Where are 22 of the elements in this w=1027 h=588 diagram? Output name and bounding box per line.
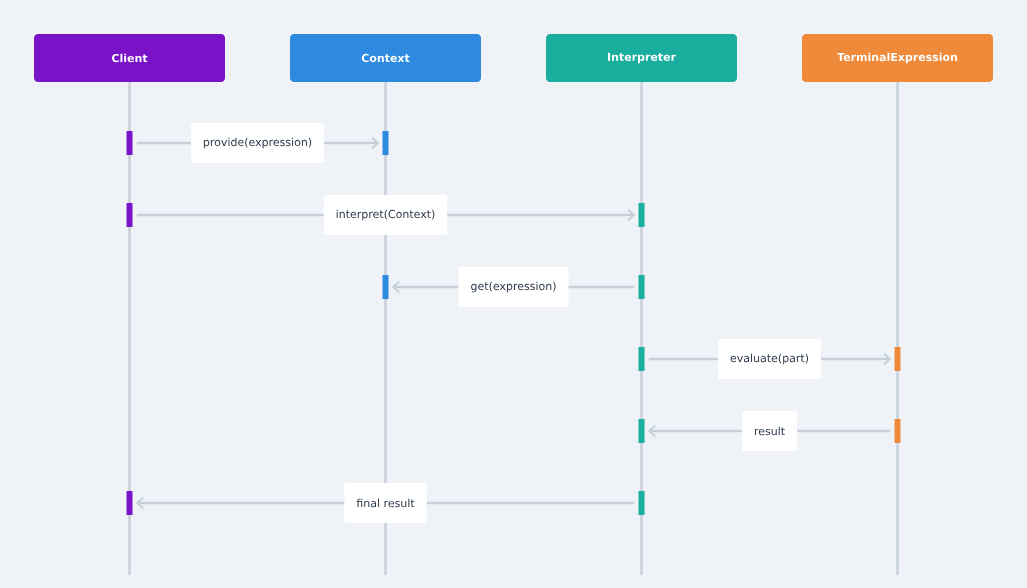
activation-bar xyxy=(382,275,389,299)
activation-bar xyxy=(638,203,645,227)
activation-bar xyxy=(638,419,645,443)
activation-bar xyxy=(126,491,133,515)
participant-box: Context xyxy=(290,34,481,82)
participant-box: Client xyxy=(34,34,225,82)
activation-bar xyxy=(638,491,645,515)
participant-box: TerminalExpression xyxy=(802,34,993,82)
activation-bar xyxy=(638,275,645,299)
activation-bar xyxy=(126,131,133,155)
participant-box: Interpreter xyxy=(546,34,737,82)
edge-label: evaluate(part) xyxy=(718,339,821,379)
activation-bar xyxy=(638,347,645,371)
edge-label: get(expression) xyxy=(458,267,569,307)
activation-bar xyxy=(382,131,389,155)
edge-label: provide(expression) xyxy=(190,123,325,163)
activation-bar xyxy=(894,419,901,443)
activation-bar xyxy=(894,347,901,371)
edge-label: result xyxy=(741,411,798,451)
edge-label: final result xyxy=(344,483,427,523)
activation-bar xyxy=(126,203,133,227)
edge-label: interpret(Context) xyxy=(323,195,448,235)
